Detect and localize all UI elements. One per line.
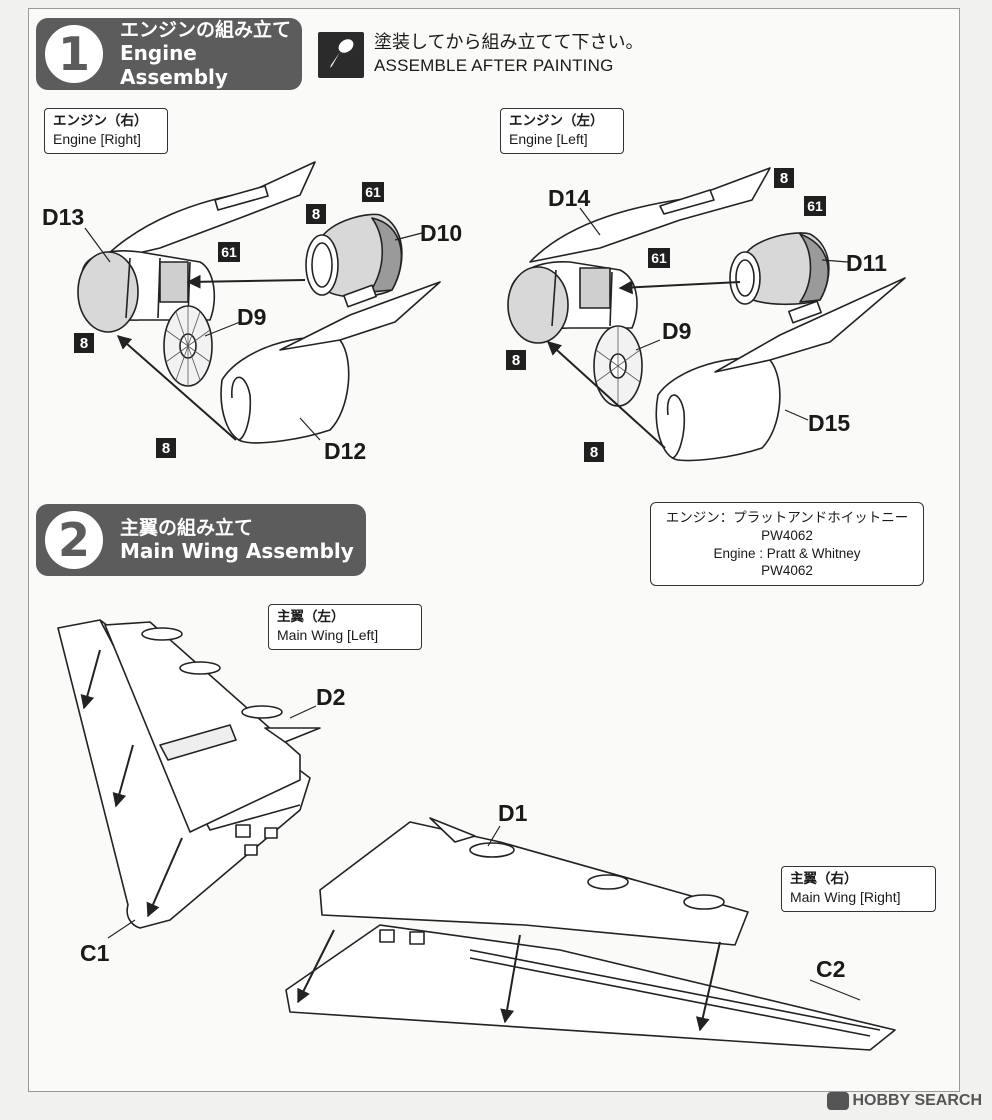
engine-right-pylon [99, 161, 316, 263]
part-label-D15: D15 [808, 410, 851, 436]
engine-info-box: エンジン：プラットアンドホイットニー PW4062 Engine : Pratt… [650, 502, 924, 586]
engine-left-cowling [655, 357, 781, 462]
engine-right-cowling [220, 336, 350, 444]
part-label-D14: D14 [548, 185, 591, 211]
engine-right-label: エンジン（右） Engine [Right] [44, 108, 168, 155]
step1-title-en: Engine Assembly [120, 41, 228, 90]
part-label-D11: D11 [846, 250, 887, 276]
engine-right-label-en: Engine [Right] [53, 131, 141, 148]
part-label-D2: D2 [316, 684, 346, 710]
wing-left-label: 主翼（左） Main Wing [Left] [268, 604, 422, 651]
step1-title-jp: エンジンの組み立て [120, 18, 292, 41]
engine-info-line1: エンジン：プラットアンドホイットニー [665, 510, 909, 525]
part-label-C2: C2 [816, 956, 846, 982]
hobbysearch-logo-icon [826, 1092, 849, 1110]
step2-number: 2 [57, 513, 90, 567]
part-label-D13: D13 [42, 204, 85, 230]
color-tag-61: 61 [218, 242, 240, 262]
part-label-D9-right: D9 [237, 304, 267, 330]
color-tag-8: 8 [156, 438, 176, 458]
color-tag-8: 8 [74, 333, 94, 353]
engine-info-line3: Engine : Pratt & Whitney [713, 545, 861, 561]
step1-number-badge: 1 [42, 22, 106, 86]
color-tag-8: 8 [506, 350, 526, 370]
paint-note-en: ASSEMBLE AFTER PAINTING [374, 55, 614, 75]
wing-left-upper [104, 621, 301, 833]
engine-right-intake [77, 251, 139, 333]
wing-right-lower [285, 924, 896, 1051]
engine-left-label-jp: エンジン（左） [509, 113, 604, 129]
step2-title-jp: 主翼の組み立て [120, 516, 254, 539]
step2-number-badge: 2 [42, 508, 106, 572]
color-tag-8: 8 [306, 204, 326, 224]
color-tag-8: 8 [584, 442, 604, 462]
watermark-text: HOBBY SEARCH [852, 1092, 983, 1109]
part-label-D12: D12 [324, 438, 367, 464]
color-tag-8: 8 [774, 168, 794, 188]
engine-info-line2: PW4062 [761, 527, 813, 543]
watermark: HOBBY SEARCH [826, 1092, 983, 1110]
color-tag-61: 61 [804, 196, 826, 216]
step2-header: 2 主翼の組み立て Main Wing Assembly [36, 504, 366, 576]
wing-left-label-jp: 主翼（左） [277, 609, 345, 625]
paint-brush-icon [318, 32, 364, 78]
wing-right-label-jp: 主翼（右） [790, 871, 858, 887]
engine-left-label-en: Engine [Left] [509, 131, 588, 148]
part-label-C1: C1 [80, 940, 110, 966]
wing-right-label-en: Main Wing [Right] [790, 889, 901, 906]
color-tag-61: 61 [362, 182, 384, 202]
paint-note: 塗装してから組み立てて下さい。 ASSEMBLE AFTER PAINTING [318, 32, 643, 78]
step1-number: 1 [57, 27, 90, 81]
wing-right-label: 主翼（右） Main Wing [Right] [781, 866, 936, 913]
step1-header: 1 エンジンの組み立て Engine Assembly [36, 18, 302, 90]
wing-right-upper [319, 821, 749, 946]
part-label-D1: D1 [498, 800, 528, 826]
part-label-D9-left: D9 [662, 318, 692, 344]
wing-left-label-en: Main Wing [Left] [277, 627, 379, 644]
part-label-D10: D10 [420, 220, 463, 246]
engine-left-label: エンジン（左） Engine [Left] [500, 108, 624, 155]
step2-title-en: Main Wing Assembly [120, 539, 354, 564]
engine-info-line4: PW4062 [761, 563, 813, 579]
paint-note-jp: 塗装してから組み立てて下さい。 [374, 32, 644, 53]
engine-left-intake [507, 266, 569, 344]
engine-right-label-jp: エンジン（右） [53, 113, 148, 129]
color-tag-61: 61 [648, 248, 670, 268]
